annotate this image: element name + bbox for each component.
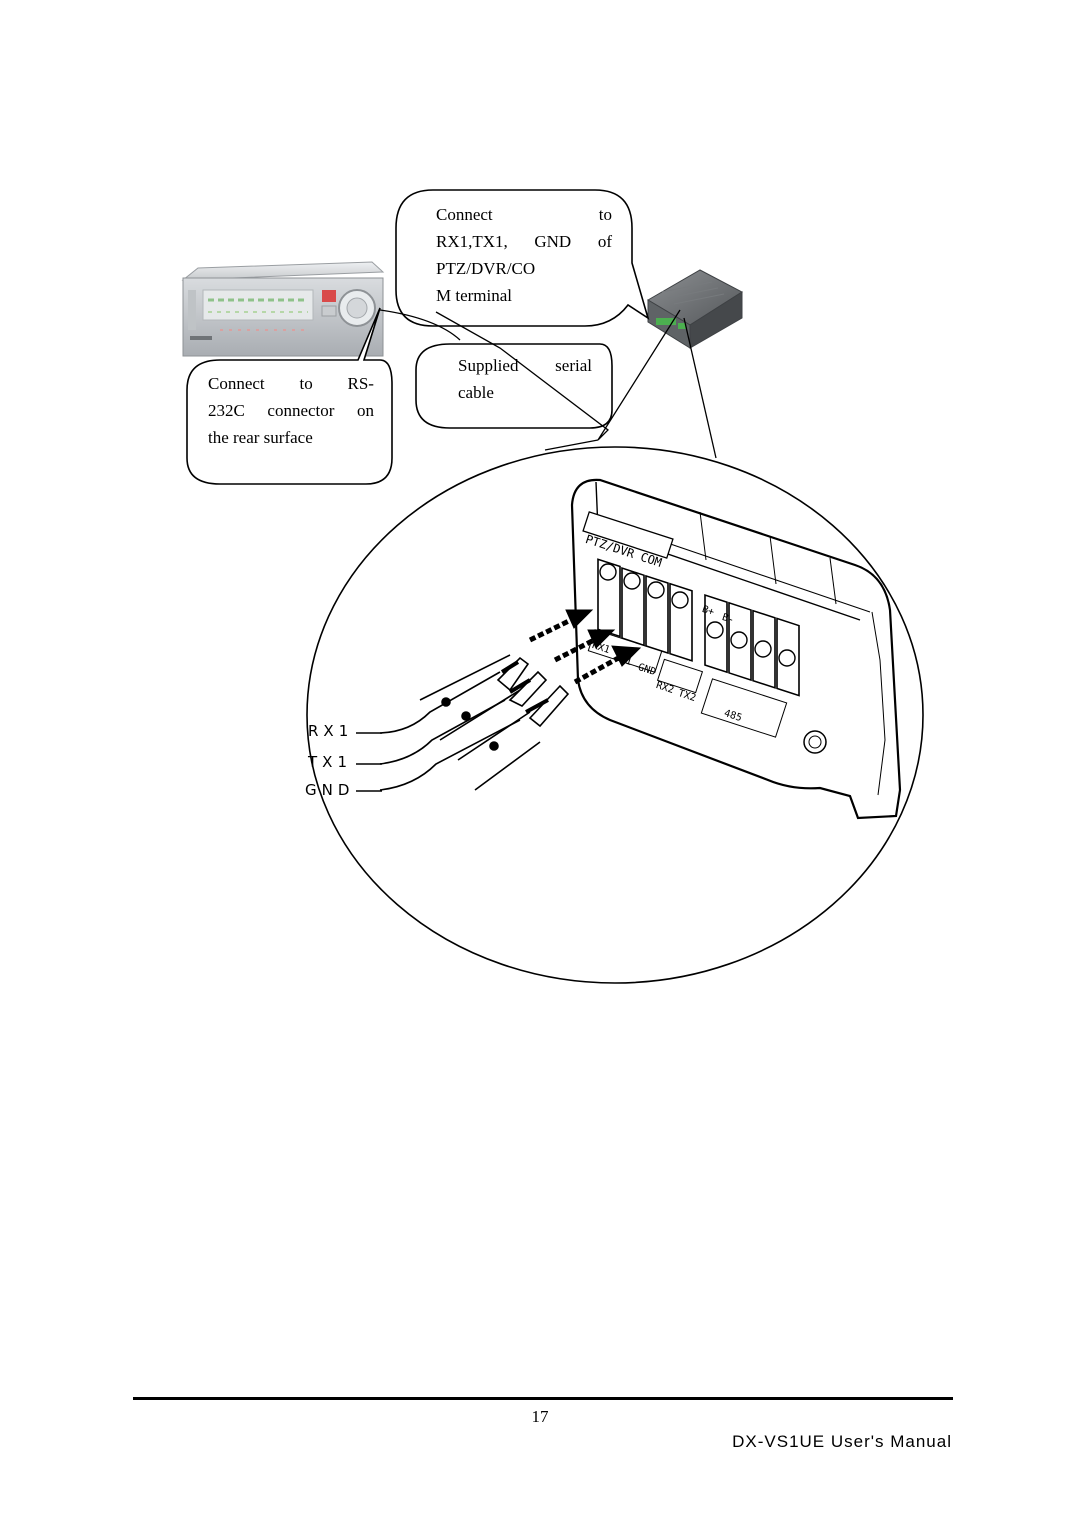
rs232-callout-text: Connect to RS- 232C connector on the rea… [208,370,374,451]
terminal-callout-bubble [395,189,650,327]
word: 232C [208,401,245,420]
word: cable [458,383,494,402]
word: GND [534,232,572,251]
footer-rule [133,1397,953,1400]
word: RX1,TX1, [436,232,508,251]
wire-label-tx1: TX1 [308,753,352,771]
terminal-block-illustration [570,478,902,820]
wire-label-leaders [356,732,382,792]
word: connector [267,401,335,420]
cable-callout-bubble [415,343,613,429]
page-number: 17 [531,1407,549,1426]
insertion-arrows [528,609,642,685]
wire-label-gnd: GND [305,781,355,799]
rs232-callout-line-3: the rear surface [208,424,374,451]
cable-callout-line-1: Supplied serial [458,352,592,379]
word: to [299,374,313,393]
word: RS- [347,374,374,393]
word: PTZ/DVR/CO [436,259,536,278]
word: Supplied [458,356,519,375]
wire-label-rx1: RX1 [308,722,354,740]
rs232-callout-line-2: 232C connector on [208,397,374,424]
magnifier-leader-right [683,317,717,459]
word: of [597,232,612,251]
terminal-callout-text: Connect to RX1,TX1, GND of PTZ/DVR/CO M … [436,201,612,309]
wires [379,654,570,791]
cable-leader-line [379,309,681,441]
terminal-callout-line-1: Connect to [436,201,612,228]
magnifier-ellipse [306,446,924,984]
cable-callout-text: Supplied serial cable [458,352,592,406]
magnifier-leader-left [544,439,599,451]
cable-callout-line-2: cable [458,379,592,406]
dvr-unit-image [181,261,385,357]
word: serial [555,356,592,375]
rs232-callout-line-1: Connect to RS- [208,370,374,397]
manual-title: DX-VS1UE User's Manual [732,1432,952,1451]
terminal-callout-line-4: M terminal [436,282,612,309]
terminal-callout-line-3: PTZ/DVR/CO [436,255,612,282]
word: to [598,205,612,224]
rs232-callout-bubble [186,307,393,485]
converter-box-image [647,269,743,349]
terminal-callout-line-2: RX1,TX1, GND of [436,228,612,255]
word: the rear surface [208,428,313,447]
word: M terminal [436,286,513,305]
word: Connect [208,374,265,393]
word: on [357,401,374,420]
word: Connect [436,205,493,224]
